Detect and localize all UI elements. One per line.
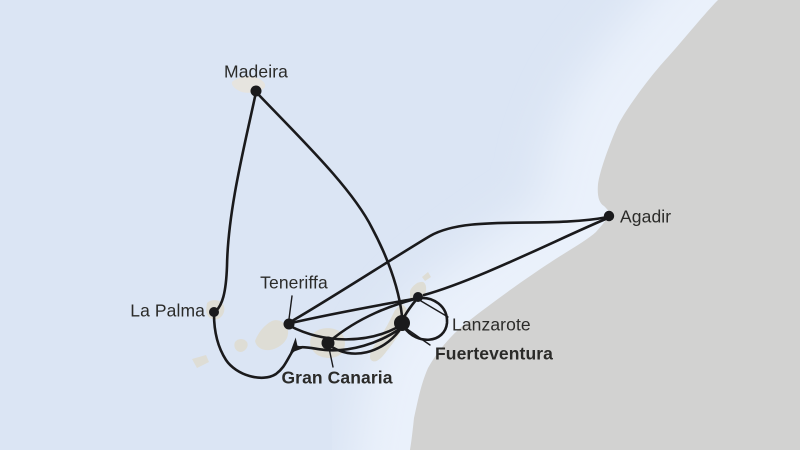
- route-teneriffa-lanzarote: [289, 297, 415, 325]
- port-dots: [209, 85, 615, 350]
- port-label-teneriffa: Teneriffa: [260, 272, 328, 293]
- route-agadir-teneriffa: [290, 215, 610, 323]
- route-madeira-la-palma: [214, 90, 258, 313]
- port-label-fuerteventura: Fuerteventura: [435, 343, 553, 364]
- island-la-gomera: [234, 339, 248, 352]
- leader-lanzarote: [420, 300, 449, 318]
- leader-teneriffa: [288, 295, 293, 320]
- port-dot-lanzarote: [413, 292, 423, 302]
- island-el-hierro: [192, 355, 209, 368]
- route-agadir-lanzarote: [422, 216, 610, 297]
- label-leader-lines: [288, 295, 449, 368]
- direction-arrow-icon: [290, 337, 306, 353]
- port-label-la-palma: La Palma: [130, 300, 205, 321]
- port-dot-fuerteventura: [394, 315, 410, 331]
- route-teneriffa-fuerteventura: [288, 324, 398, 341]
- islet-north-lanzarote: [422, 272, 431, 281]
- port-label-agadir: Agadir: [620, 206, 672, 227]
- port-label-gran-canaria: Gran Canaria: [281, 367, 393, 388]
- port-dot-teneriffa: [283, 318, 295, 330]
- route-gran-canaria-lanzarote: [328, 297, 417, 343]
- port-dot-la-palma: [209, 307, 219, 317]
- port-label-lanzarote: Lanzarote: [452, 314, 531, 335]
- port-dot-madeira: [250, 85, 262, 97]
- route-fuerteventura-la-palma-loop: [212, 312, 403, 380]
- route-lines: [212, 90, 610, 380]
- leader-fuerteventura: [406, 328, 431, 346]
- africa-landmass: [410, 0, 800, 450]
- leader-gran-canaria: [328, 347, 334, 368]
- port-dot-agadir: [603, 210, 615, 222]
- route-madeira-fuerteventura: [255, 91, 404, 318]
- port-dot-gran-canaria: [321, 336, 335, 350]
- port-label-madeira: Madeira: [224, 61, 288, 82]
- route-fuerteventura-lanzarote-loop: [402, 296, 449, 342]
- island-tenerife: [255, 320, 289, 351]
